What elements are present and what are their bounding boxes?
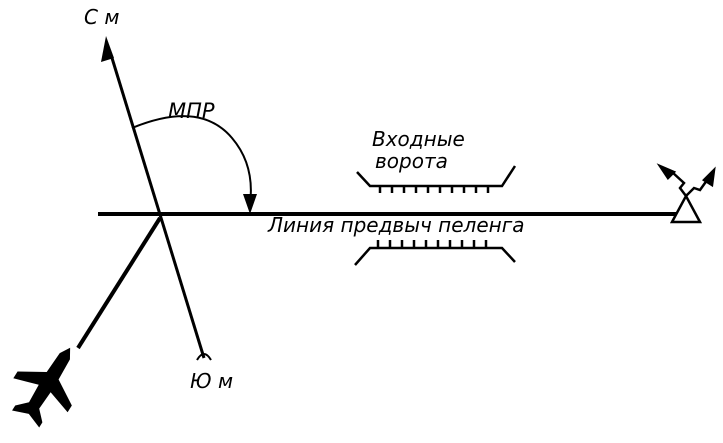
entry-gate-lower (354, 240, 516, 266)
north-arrowhead (101, 36, 114, 62)
angle-arc (131, 115, 252, 205)
gate-label-line1: Входные (372, 127, 465, 151)
radio-beacon-icon (656, 163, 716, 224)
angle-label: МПР (168, 99, 215, 123)
north-label: С м (84, 5, 119, 29)
angle-arc-arrowhead (243, 194, 257, 214)
south-label: Ю м (190, 369, 233, 393)
aircraft-track (76, 216, 162, 350)
aircraft-icon (12, 347, 72, 428)
meridian-line (110, 57, 206, 359)
gate-label-line2: ворота (375, 149, 448, 173)
entry-gate-upper (356, 165, 517, 193)
south-end-cap (196, 353, 212, 361)
bearing-line-label: Линия предвыч пеленга (267, 213, 524, 237)
